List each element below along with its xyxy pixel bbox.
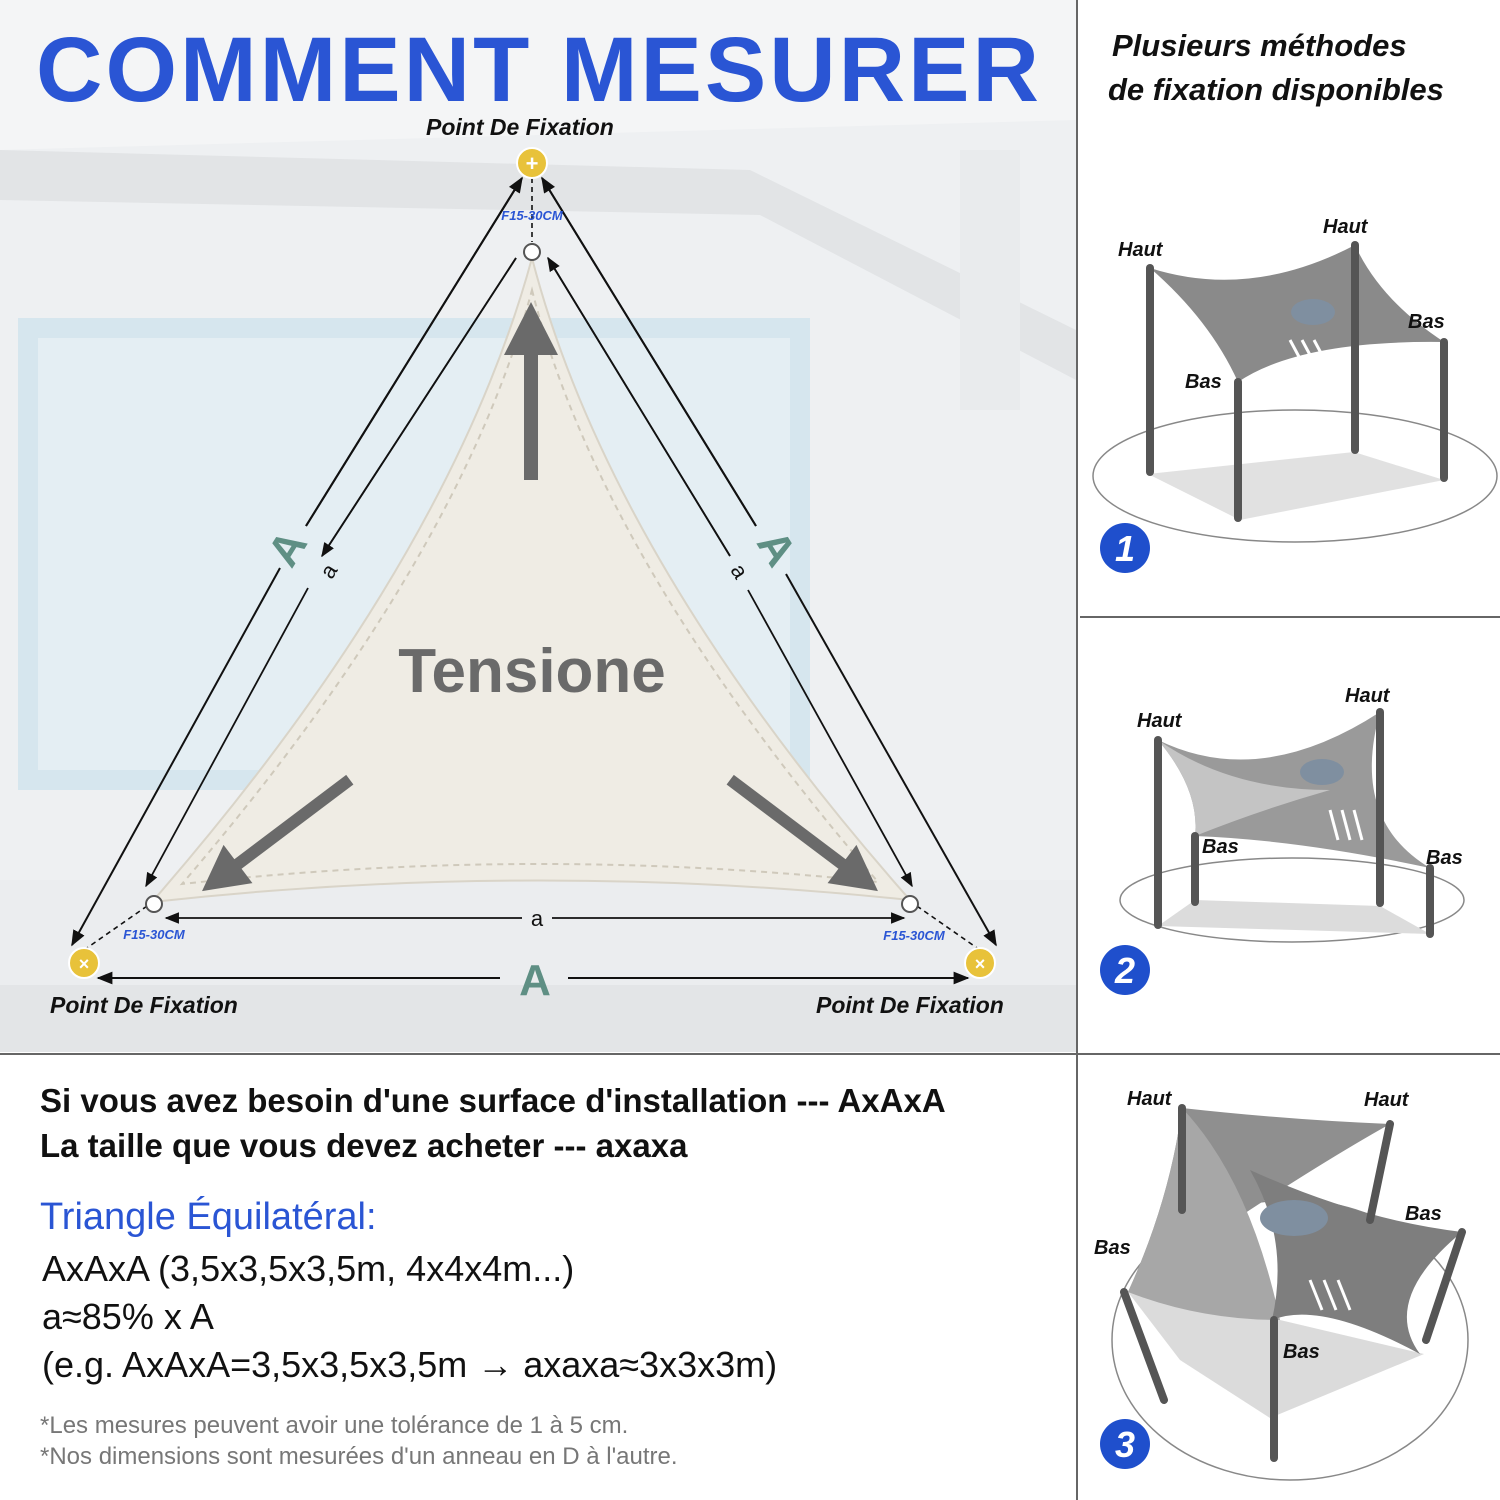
note-line-2: *Nos dimensions sont mesurées d'un annea… [40, 1443, 678, 1470]
method-1-bas-right: Bas [1408, 311, 1445, 333]
method-3-bas-center: Bas [1283, 1341, 1320, 1363]
tension-label: Tensione [398, 637, 666, 706]
big-triangle-lines [71, 176, 997, 985]
method-2-haut-left: Haut [1137, 710, 1183, 732]
method-2-bas-left: Bas [1202, 836, 1239, 858]
railing [0, 150, 1076, 380]
method-3-number: 3 [1115, 1424, 1135, 1465]
method-2-bas-right: Bas [1426, 847, 1463, 869]
fixation-point-right: × [964, 947, 996, 979]
method-3-bas-left: Bas [1094, 1237, 1131, 1259]
requirement-line-1: Si vous avez besoin d'une surface d'inst… [40, 1082, 946, 1119]
offset-lines [83, 178, 981, 951]
fixation-label-right: Point De Fixation [816, 992, 1004, 1018]
tension-arrow-right [726, 774, 878, 892]
d-ring-top [523, 243, 541, 261]
triangle-title: Triangle Équilatéral: [40, 1196, 377, 1238]
small-triangle-lines [145, 256, 913, 924]
tension-arrows [202, 302, 878, 892]
offset-label-top: F15-30CM [501, 208, 564, 223]
tension-arrow-left [202, 774, 354, 892]
method-2-haut-right: Haut [1345, 685, 1391, 707]
requirement-line-2: La taille que vous devez acheter --- axa… [40, 1127, 688, 1164]
svg-text:×: × [79, 954, 90, 974]
fixation-point-top: + [516, 147, 548, 179]
method-2-badge [1100, 945, 1150, 995]
method-3-illustration: Haut Haut Bas Bas Bas 3 [1094, 1088, 1469, 1481]
method-1-illustration: Haut Haut Bas Bas 1 [1092, 216, 1498, 573]
method-3-haut-left: Haut [1127, 1088, 1173, 1110]
method-3-badge [1100, 1419, 1150, 1469]
methods-title-line1: Plusieurs méthodes [1112, 28, 1407, 63]
side-a-bottom: a [531, 906, 544, 931]
offset-label-right: F15-30CM [883, 928, 946, 943]
method-1-bas-left: Bas [1185, 371, 1222, 393]
fixation-label-top: Point De Fixation [426, 114, 614, 140]
method-1-haut-right: Haut [1323, 216, 1369, 238]
d-ring-left [145, 895, 163, 913]
svg-text:×: × [975, 954, 986, 974]
method-1-haut-left: Haut [1118, 239, 1164, 261]
side-A-bottom: A [519, 956, 551, 1005]
note-line-1: *Les mesures peuvent avoir une tolérance… [40, 1412, 629, 1439]
offset-label-left: F15-30CM [123, 927, 186, 942]
shade-sail [149, 254, 913, 904]
svg-text:+: + [526, 151, 539, 176]
page-title: COMMENT MESURER [36, 19, 1042, 121]
method-1-number: 1 [1115, 528, 1135, 569]
d-ring-right [901, 895, 919, 913]
method-2-number: 2 [1114, 950, 1135, 991]
method-3-haut-right: Haut [1364, 1089, 1410, 1111]
formula-line-3: (e.g. AxAxA=3,5x3,5x3,5m → axaxa≈3x3x3m) [42, 1344, 778, 1385]
tension-arrow-up [524, 350, 538, 480]
fixation-label-left: Point De Fixation [50, 992, 238, 1018]
d-rings [145, 243, 919, 913]
fixation-point-left: × [68, 947, 100, 979]
method-3-bas-right: Bas [1405, 1203, 1442, 1225]
methods-title-line2: de fixation disponibles [1108, 72, 1444, 107]
formula-line-1: AxAxA (3,5x3,5x3,5m, 4x4x4m...) [42, 1248, 575, 1289]
method-1-badge [1100, 523, 1150, 573]
method-2-illustration: Haut Haut Bas Bas 2 [1100, 685, 1465, 995]
formula-line-2: a≈85% x A [42, 1296, 214, 1337]
